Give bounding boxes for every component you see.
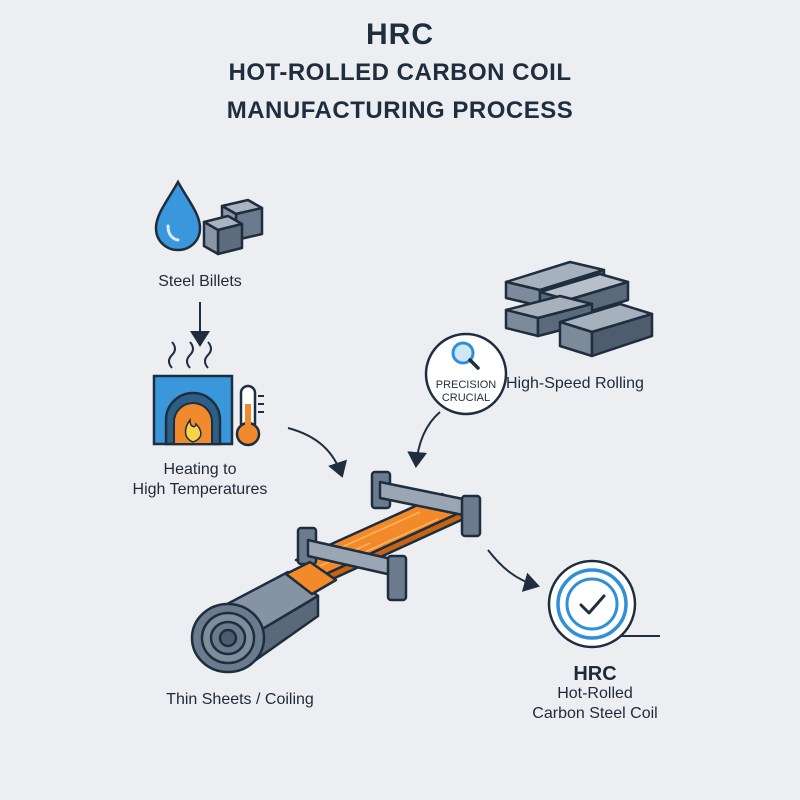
coiling-label: Thin Sheets / Coiling bbox=[166, 691, 314, 708]
water-drop-icon bbox=[154, 179, 202, 252]
page-subtitle-line-2: MANUFACTURING PROCESS bbox=[226, 97, 574, 124]
arrow-heating-to-rolling bbox=[287, 427, 348, 478]
hrc-result-line-2: Carbon Steel Coil bbox=[532, 705, 658, 722]
steel-slabs-icon bbox=[504, 260, 654, 358]
thermometer-icon bbox=[235, 384, 264, 447]
steel-billets-label: Steel Billets bbox=[158, 273, 242, 290]
high-speed-rolling-label: High-Speed Rolling bbox=[506, 375, 644, 392]
magnifier-icon bbox=[451, 341, 480, 370]
precision-label-line-2: CRUCIAL bbox=[442, 392, 490, 404]
heating-label-line-1: Heating to bbox=[163, 461, 237, 478]
steel-blocks-icon bbox=[202, 198, 264, 256]
checkmark-badge-icon bbox=[547, 559, 660, 649]
hrc-result-label: HRC Hot-Rolled Carbon Steel Coil bbox=[500, 664, 690, 724]
heating-label-line-2: High Temperatures bbox=[132, 481, 268, 498]
furnace-icon bbox=[152, 341, 234, 446]
arrow-precision-to-rolling bbox=[407, 411, 441, 468]
page-subtitle-line-1: HOT-ROLLED CARBON COIL bbox=[228, 59, 572, 86]
heating-label: Heating to High Temperatures bbox=[100, 460, 300, 500]
page-title: HRC bbox=[366, 18, 434, 51]
hrc-result-title: HRC bbox=[573, 663, 617, 685]
title-block: HRC HOT-ROLLED CARBON COIL MANUFACTURING… bbox=[0, 18, 800, 128]
precision-label-line-1: PRECISION bbox=[436, 379, 497, 391]
precision-badge: PRECISION CRUCIAL bbox=[424, 332, 508, 416]
rolling-mill-illustration bbox=[190, 470, 482, 674]
hrc-result-line-1: Hot-Rolled bbox=[557, 685, 633, 702]
arrow-rolling-to-hrc bbox=[487, 549, 540, 592]
